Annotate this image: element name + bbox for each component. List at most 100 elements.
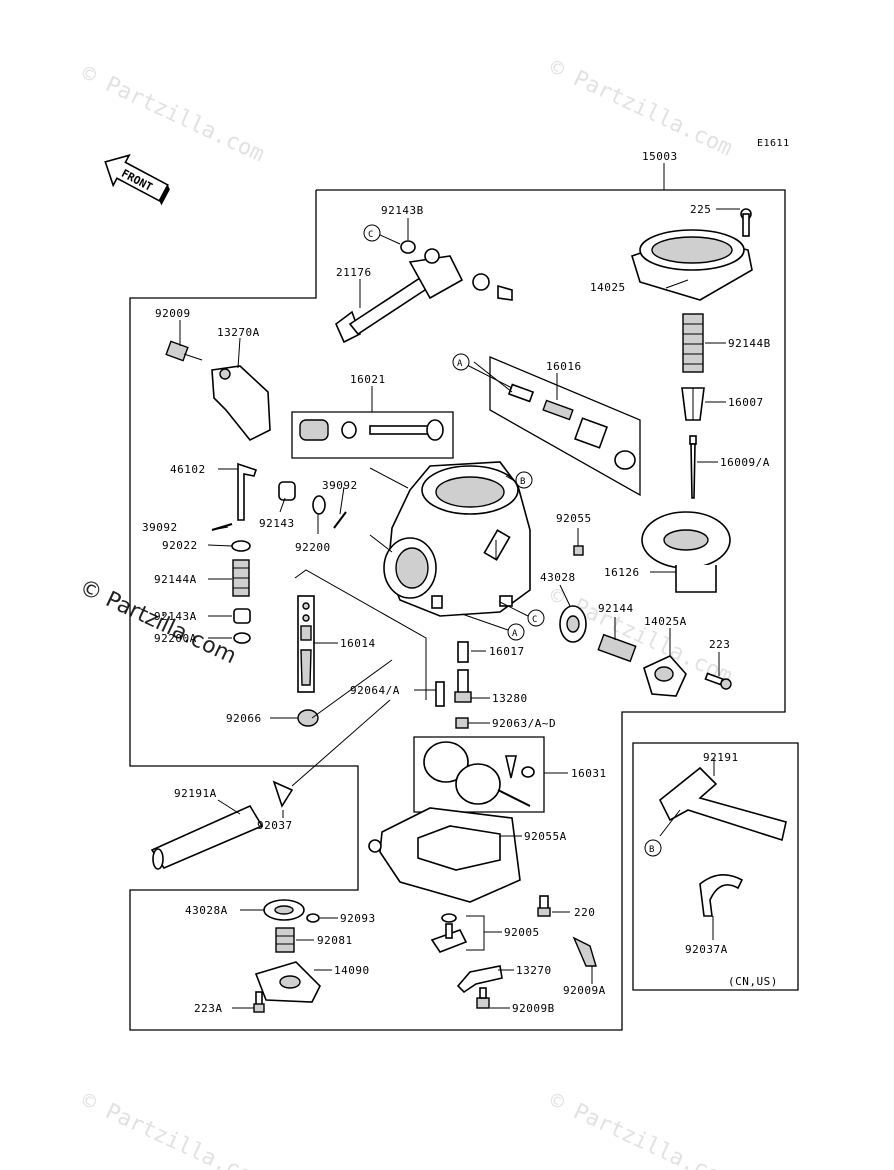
washer-92200a-shape bbox=[233, 632, 251, 644]
callout-b-body: B bbox=[515, 471, 533, 489]
washer-92022-shape bbox=[231, 540, 251, 552]
clip-92037a-shape bbox=[699, 874, 744, 917]
screw-223-shape bbox=[704, 672, 732, 690]
diagram-code: E1611 bbox=[757, 138, 790, 149]
label-16031: 16031 bbox=[571, 767, 607, 780]
group-box-cn-us bbox=[632, 742, 799, 991]
pilot-screw-16016-shape bbox=[507, 383, 636, 470]
seal-92143b-shape bbox=[400, 240, 416, 254]
svg-text:B: B bbox=[649, 845, 655, 855]
label-223: 223 bbox=[709, 638, 730, 651]
label-92037: 92037 bbox=[257, 819, 293, 832]
spring-92144a-shape bbox=[232, 559, 250, 597]
label-43028a: 43028A bbox=[185, 904, 228, 917]
svg-text:A: A bbox=[512, 629, 518, 639]
label-14090: 14090 bbox=[334, 964, 370, 977]
watermark-5: © Partzilla.com bbox=[545, 1088, 736, 1170]
float-bowl-shape bbox=[368, 807, 521, 903]
label-39092-left: 39092 bbox=[142, 521, 178, 534]
spring-92081-shape bbox=[275, 927, 295, 953]
watermark-4: © Partzilla.com bbox=[77, 1088, 268, 1170]
callout-c-body: C bbox=[527, 609, 545, 627]
label-16017: 16017 bbox=[489, 645, 525, 658]
callout-b-hose: B bbox=[644, 839, 662, 857]
pin-39092b-shape bbox=[333, 511, 347, 529]
cap-92143a-shape bbox=[233, 608, 251, 624]
label-92063: 92063/A~D bbox=[492, 717, 556, 730]
label-15003: 15003 bbox=[642, 150, 678, 163]
carburetor-body-shape bbox=[383, 461, 531, 617]
screw-92009b-shape bbox=[476, 987, 490, 1009]
label-16009a: 16009/A bbox=[720, 456, 770, 469]
label-220: 220 bbox=[574, 906, 595, 919]
diaphragm-43028a-shape bbox=[263, 899, 305, 921]
callout-a-top: A bbox=[452, 353, 470, 371]
label-92143a: 92143A bbox=[154, 610, 197, 623]
label-92066: 92066 bbox=[226, 712, 262, 725]
label-46102: 46102 bbox=[170, 463, 206, 476]
label-92009: 92009 bbox=[155, 307, 191, 320]
group-box-16021 bbox=[291, 411, 454, 459]
part-labels: 15003 225 14025 92144B 16007 16009/A 161… bbox=[142, 150, 778, 1015]
hose-92191a-shape bbox=[150, 804, 264, 870]
front-arrow-shadow bbox=[159, 184, 170, 206]
main-assembly-outline bbox=[129, 189, 786, 1031]
label-92144b: 92144B bbox=[728, 337, 771, 350]
choke-knob-21176-shape bbox=[335, 248, 513, 344]
hose-92191-shape bbox=[658, 766, 787, 842]
bracket-13270a-shape bbox=[211, 365, 271, 442]
callout-a-body: A bbox=[507, 623, 525, 641]
label-92143b: 92143B bbox=[381, 204, 424, 217]
jet-13280-shape bbox=[454, 669, 472, 703]
cover-14025a-shape bbox=[643, 655, 687, 697]
o-ring-92093-shape bbox=[306, 913, 320, 923]
jet-92064-shape bbox=[435, 681, 445, 707]
label-16016: 16016 bbox=[546, 360, 582, 373]
label-16021: 16021 bbox=[350, 373, 386, 386]
needle-holder-16007-shape bbox=[681, 387, 705, 421]
spring-92144b-shape bbox=[682, 313, 704, 373]
label-92005: 92005 bbox=[504, 926, 540, 939]
label-region-note: (CN,US) bbox=[728, 975, 778, 988]
group-box-16016 bbox=[489, 356, 641, 497]
label-16126: 16126 bbox=[604, 566, 640, 579]
top-cover-14025-shape bbox=[631, 208, 753, 301]
label-92055: 92055 bbox=[556, 512, 592, 525]
jet-needle-16009-shape bbox=[689, 435, 697, 499]
label-43028: 43028 bbox=[540, 571, 576, 584]
label-92191: 92191 bbox=[703, 751, 739, 764]
label-92200: 92200 bbox=[295, 541, 331, 554]
label-92200a: 92200A bbox=[154, 632, 197, 645]
group-bracket-16014 bbox=[294, 569, 427, 700]
label-21176: 21176 bbox=[336, 266, 372, 279]
diaphragm-43028-shape bbox=[559, 605, 587, 643]
label-13270a: 13270A bbox=[217, 326, 260, 339]
label-16014: 16014 bbox=[340, 637, 376, 650]
screw-92009-shape bbox=[165, 340, 203, 362]
callout-c-top: C bbox=[363, 224, 381, 242]
label-92143: 92143 bbox=[259, 517, 295, 530]
label-92081: 92081 bbox=[317, 934, 353, 947]
svg-text:C: C bbox=[368, 230, 374, 240]
screw-220-shape bbox=[537, 895, 551, 917]
label-92093: 92093 bbox=[340, 912, 376, 925]
label-223a: 223A bbox=[194, 1002, 223, 1015]
jet-92063-shape bbox=[455, 717, 469, 729]
label-16007: 16007 bbox=[728, 396, 764, 409]
screw-223a-shape bbox=[253, 991, 265, 1013]
watermark-2: © Partzilla.com bbox=[545, 55, 736, 162]
plug-92066-shape bbox=[297, 709, 319, 727]
bracket-13270-shape bbox=[456, 965, 503, 994]
label-92037a: 92037A bbox=[685, 943, 728, 956]
spring-92144-shape bbox=[597, 633, 637, 663]
label-13280: 13280 bbox=[492, 692, 528, 705]
label-92191a: 92191A bbox=[174, 787, 217, 800]
label-92144: 92144 bbox=[598, 602, 634, 615]
group-box-16031 bbox=[413, 736, 545, 813]
label-225: 225 bbox=[690, 203, 711, 216]
label-92144a: 92144A bbox=[154, 573, 197, 586]
screw-92009a-shape bbox=[572, 936, 597, 967]
svg-text:A: A bbox=[457, 359, 463, 369]
rod-46102-shape bbox=[237, 462, 258, 521]
